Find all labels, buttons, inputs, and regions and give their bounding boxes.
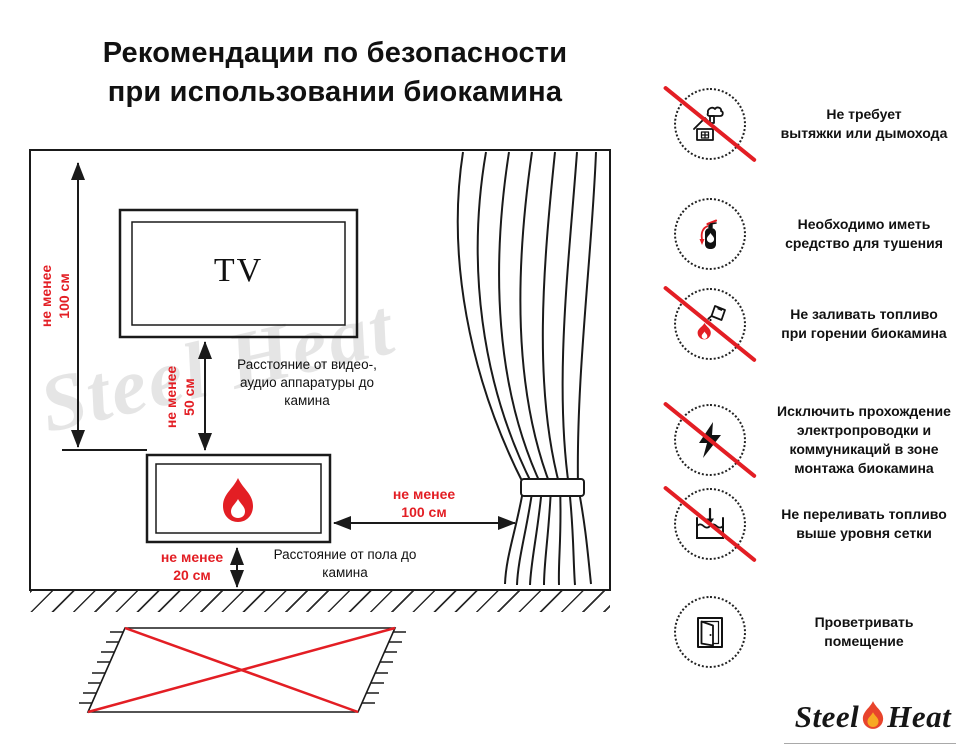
rule-text: Не требует вытяжки или дымохода — [780, 106, 948, 141]
dim-label-curtain: не менее 100 см — [392, 486, 456, 520]
no-refuel-icon-wrap — [663, 285, 757, 363]
logo-steel: Steel — [794, 699, 860, 734]
tv-distance-note: Расстояние от видео-, аудио аппаратуры д… — [237, 357, 377, 408]
brand-logo: Steel Heat — [780, 699, 966, 735]
rule-no-wiring: Исключить прохождение электропроводки и … — [663, 401, 966, 479]
extinguisher-icon-wrap — [674, 198, 746, 270]
logo-heat: Heat — [887, 699, 952, 734]
red-cross-icon — [87, 626, 396, 714]
logo-underline — [784, 743, 956, 744]
rule-no-chimney: Не требует вытяжки или дымохода — [663, 85, 966, 163]
logo-flame-icon — [863, 701, 884, 729]
rule-text: Исключить прохождение электропроводки и … — [777, 403, 951, 476]
open-window-icon — [674, 596, 746, 668]
curtain-tie — [520, 478, 585, 497]
floor-distance-note: Расстояние от пола до камина — [273, 547, 417, 580]
floor-hatching — [30, 591, 610, 612]
rule-text: Проветривать помещение — [814, 614, 914, 649]
rule-text: Не переливать топливо выше уровня сетки — [781, 506, 947, 541]
rug-fringe-right — [362, 631, 406, 704]
ventilate-icon-wrap — [674, 596, 746, 668]
rug-fringe-left — [79, 631, 123, 704]
no-chimney-icon-wrap — [663, 85, 757, 163]
fire-extinguisher-icon — [674, 198, 746, 270]
tv-outline — [118, 208, 359, 339]
fireplace-outline — [145, 453, 332, 544]
rule-ventilate: Проветривать помещение — [674, 596, 966, 668]
no-wiring-icon-wrap — [663, 401, 757, 479]
rug — [79, 626, 406, 714]
room-outline — [29, 149, 611, 591]
rule-no-overfill: Не переливать топливо выше уровня сетки — [663, 485, 966, 563]
tv-label: TV — [213, 252, 264, 289]
curtain — [456, 151, 597, 586]
rule-no-refuel-burning: Не заливать топливо при горении биокамин… — [663, 285, 966, 363]
no-overfill-icon-wrap — [663, 485, 757, 563]
page-title: Рекомендации по безопасности при использ… — [102, 37, 568, 109]
rule-extinguisher: Необходимо иметь средство для тушения — [674, 198, 966, 270]
dim-label-tv-gap: не менее 50 см — [163, 365, 197, 429]
no-chimney-icon — [674, 88, 746, 160]
rule-text: Необходимо иметь средство для тушения — [785, 216, 943, 251]
dim-label-floor: не менее 20 см — [160, 549, 224, 583]
dim-label-ceiling: не менее 100 см — [38, 264, 72, 328]
rule-text: Не заливать топливо при горении биокамин… — [781, 306, 947, 341]
flame-icon — [223, 478, 253, 522]
